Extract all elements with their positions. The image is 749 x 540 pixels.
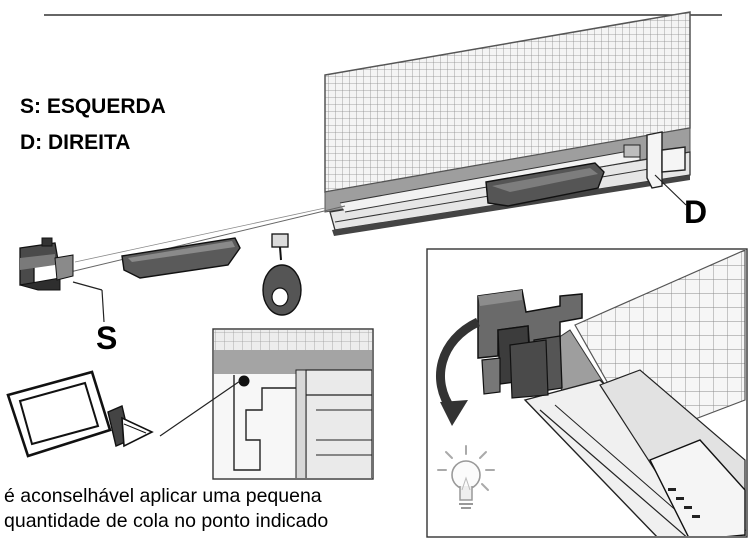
inset-endcap-detail xyxy=(426,248,748,538)
glue-leader-line xyxy=(159,380,241,437)
end-cap-rotating xyxy=(477,289,583,399)
marker-s: S xyxy=(96,320,118,356)
legend-left-side: S: ESQUERDA xyxy=(20,95,166,118)
lightbulb-icon xyxy=(437,445,495,509)
leader-d xyxy=(654,174,687,206)
assembly-guide-line xyxy=(69,205,346,273)
end-cap-left xyxy=(19,237,74,291)
leader-s xyxy=(72,281,103,291)
legend-right-side: D: DIREITA xyxy=(20,131,131,154)
loose-handle xyxy=(121,237,241,279)
glue-note-line-1: é aconselhável aplicar uma pequena xyxy=(4,485,322,507)
screen-assembly xyxy=(324,11,691,236)
marker-d: D xyxy=(684,194,708,230)
glue-point-marker xyxy=(238,375,250,387)
glue-tube-icon xyxy=(6,370,154,458)
pull-ring xyxy=(262,233,302,316)
inset-glue-detail xyxy=(212,328,374,480)
arrow-rotate-icon xyxy=(436,317,481,426)
glue-note-line-2: quantidade de cola no ponto indicado xyxy=(4,510,329,532)
end-cap-right xyxy=(623,131,686,189)
rail-handle xyxy=(485,162,605,207)
glue-note: é aconselhável aplicar uma pequena quant… xyxy=(4,484,328,534)
